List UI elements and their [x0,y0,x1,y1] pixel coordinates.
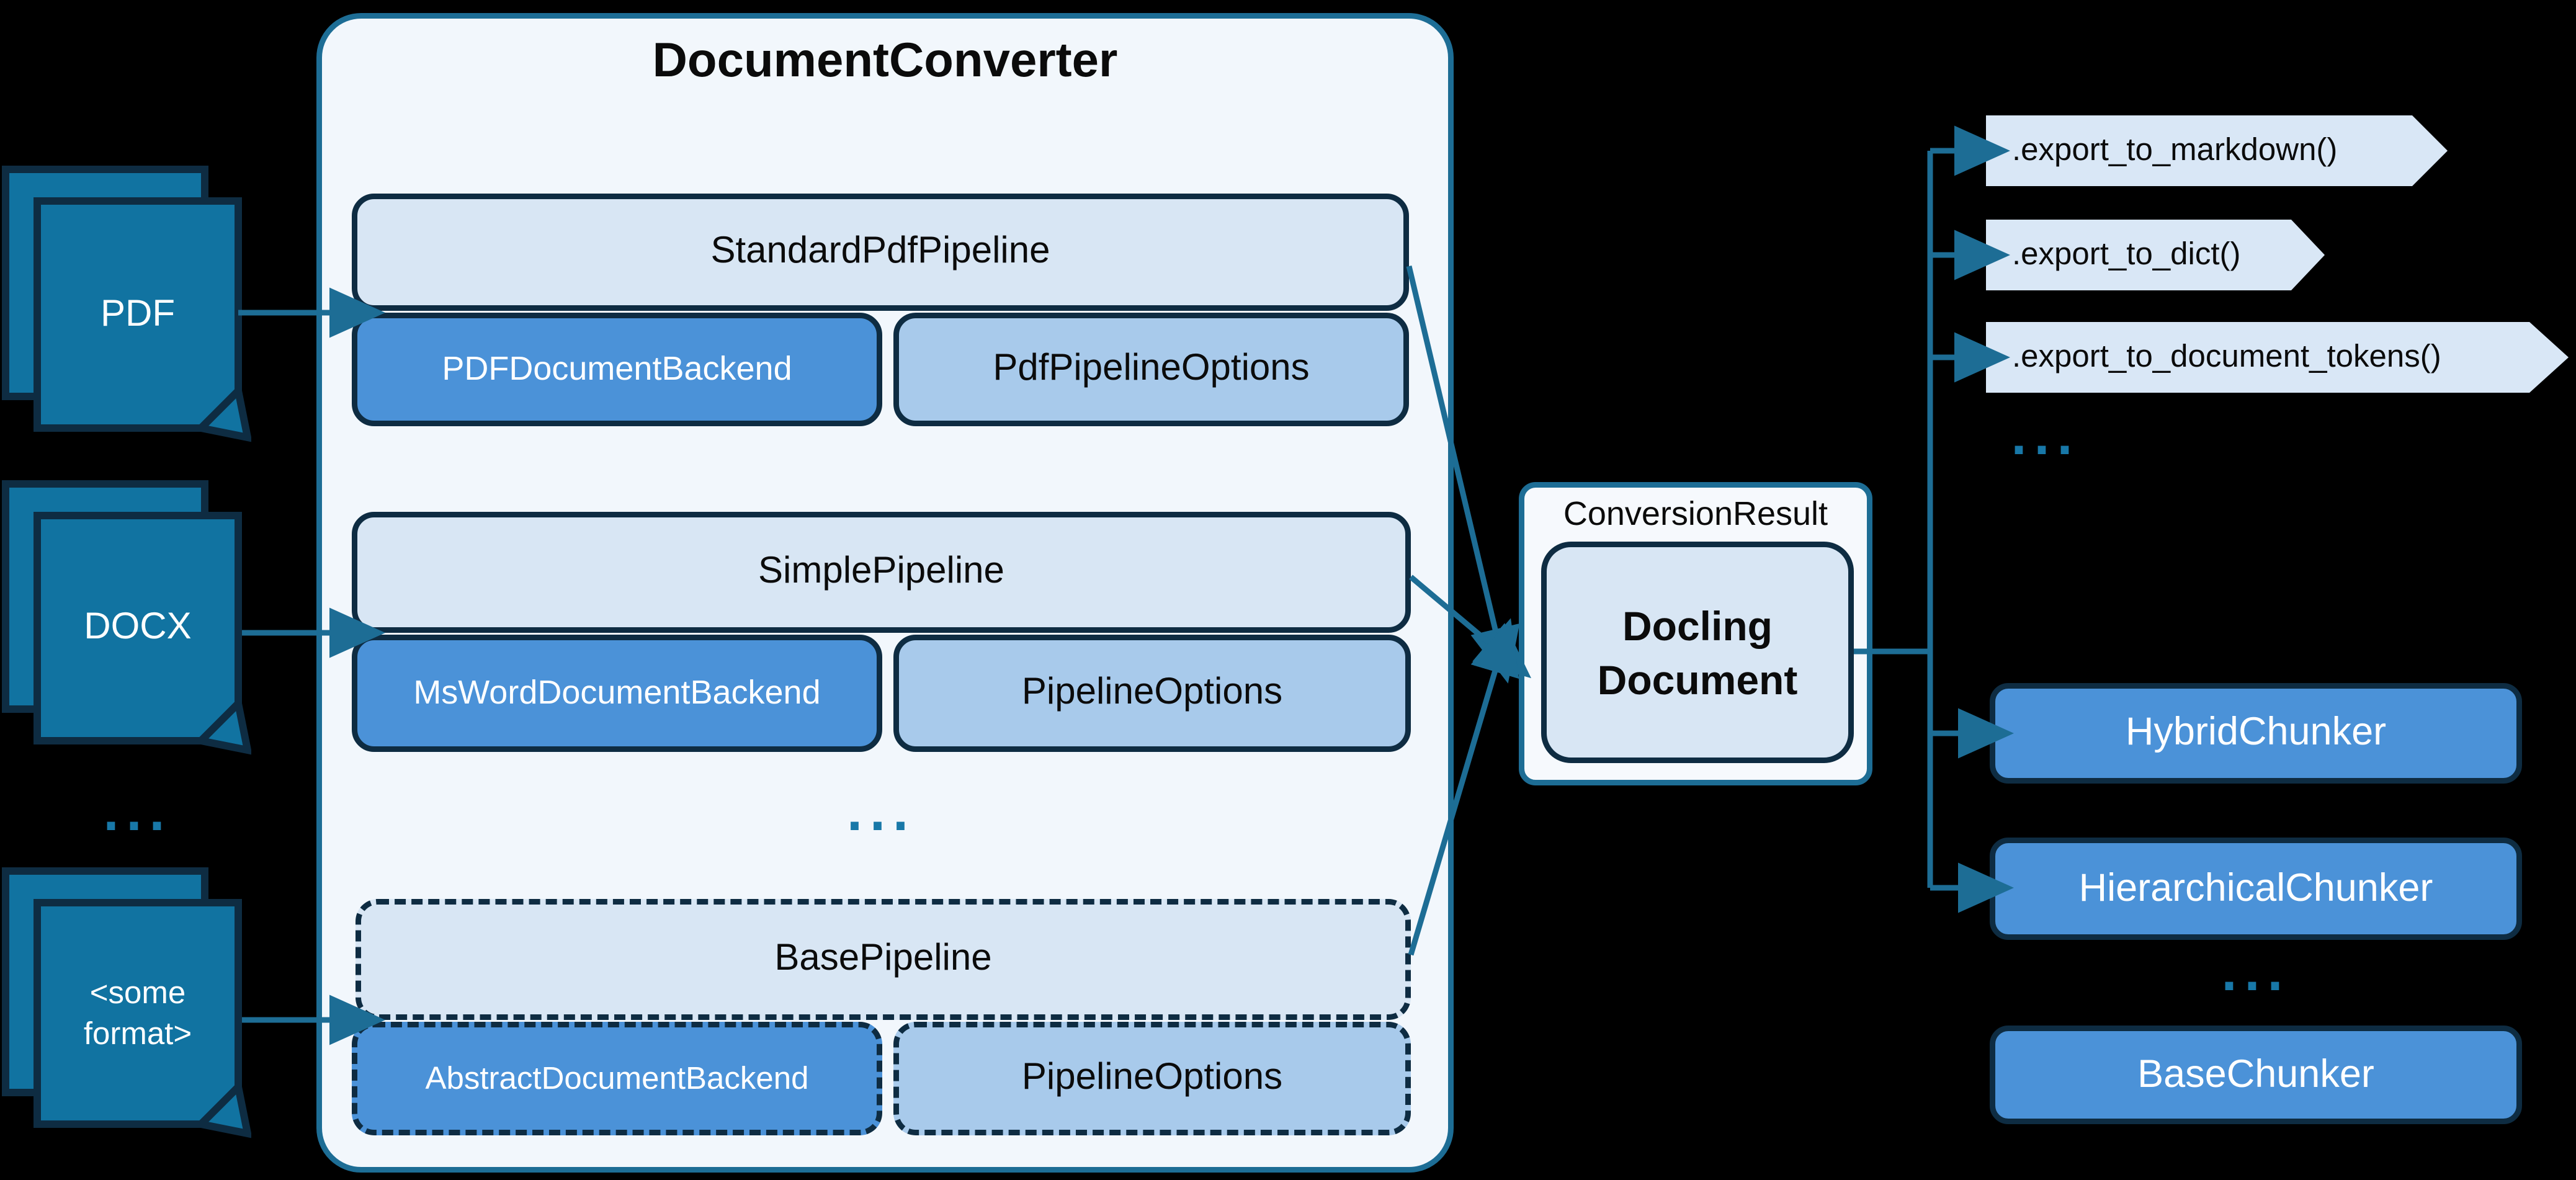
export-to-document-tokens-chevron: .export_to_document_tokens() [1986,322,2569,393]
conversion-result-label: ConversionResult [1563,494,1828,532]
docx-source-label: DOCX [84,607,192,648]
document-converter-title: DocumentConverter [652,30,1118,87]
some-format-line2: format> [83,1015,192,1051]
pdf-source-label: PDF [101,293,175,334]
hierarchical-chunker-box: HierarchicalChunker [1990,838,2522,940]
base-pipeline-options-box: PipelineOptions [893,1022,1411,1135]
some-format-documents-icon [2,867,251,1138]
base-pipeline-box: BasePipeline [356,899,1411,1020]
simple-pipeline-box: SimplePipeline [352,512,1411,633]
export-to-markdown-chevron: .export_to_markdown() [1986,115,2448,186]
docling-document-box: Docling Document [1541,542,1854,763]
abstract-document-backend-box: AbstractDocumentBackend [352,1022,882,1135]
hybrid-chunker-box: HybridChunker [1990,683,2522,784]
docling-document-line1: Docling [1622,602,1773,649]
docling-document-line2: Document [1597,656,1798,703]
sources-ellipsis: ... [103,782,172,843]
pdf-document-backend-box: PDFDocumentBackend [352,313,882,426]
standard-pdf-pipeline-box: StandardPdfPipeline [352,194,1409,311]
pipeline-options-box: PipelineOptions [893,635,1411,752]
export-to-dict-chevron: .export_to_dict() [1986,220,2325,290]
base-chunker-box: BaseChunker [1990,1026,2522,1124]
pdf-pipeline-options-box: PdfPipelineOptions [893,313,1409,426]
pdf-documents-icon [2,166,251,442]
some-format-line1: <some [89,974,186,1010]
msword-document-backend-box: MsWordDocumentBackend [352,635,882,752]
converter-ellipsis: ... [846,782,916,843]
docx-documents-icon [2,480,251,755]
chunkers-ellipsis: ... [2221,942,2291,1003]
some-format-source-label: <some format> [37,903,238,1124]
exports-ellipsis: ... [2011,406,2080,467]
